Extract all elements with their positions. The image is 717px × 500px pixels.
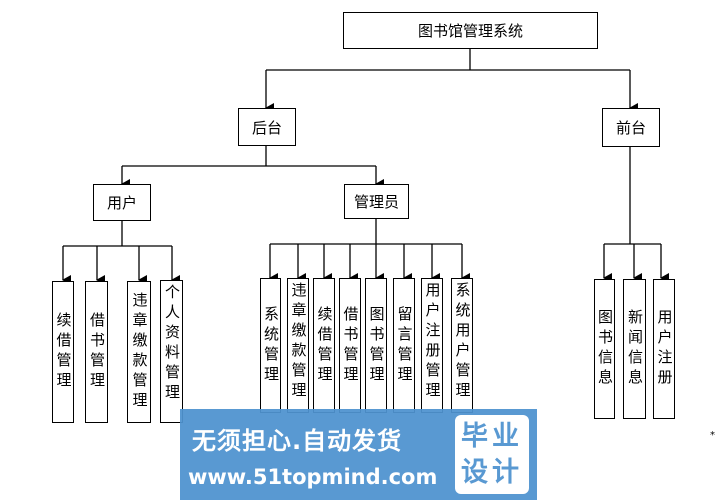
- frontend-label: 前台: [615, 119, 646, 137]
- admin-leaf-node: 系统管理: [260, 278, 281, 413]
- frontend-leaf-label: 图书信息: [596, 309, 614, 389]
- user-leaf-label: 续借管理: [54, 312, 73, 392]
- watermark-badge: 毕业 设计: [455, 415, 529, 494]
- frontend-leaf-label: 用户注册: [655, 309, 674, 389]
- user-leaf-label: 个人资料管理: [163, 284, 181, 404]
- frontend-leaf-node: 新闻信息: [623, 279, 646, 419]
- admin-leaf-node: 图书管理: [365, 278, 387, 413]
- admin-leaf-node: 违章缴款管理: [287, 278, 309, 413]
- user-group-label: 用户: [106, 194, 137, 212]
- frontend-leaf-node: 用户注册: [653, 279, 675, 419]
- admin-leaf-node: 用户注册管理: [421, 278, 443, 413]
- admin-leaf-node: 留言管理: [393, 278, 415, 413]
- admin-leaf-label: 系统用户管理: [453, 282, 472, 402]
- backend-node: 后台: [238, 108, 296, 146]
- admin-leaf-label: 续借管理: [315, 305, 334, 386]
- admin-leaf-label: 用户注册管理: [423, 282, 442, 402]
- user-leaf-label: 借书管理: [88, 312, 106, 392]
- admin-group-label: 管理员: [353, 193, 399, 211]
- admin-leaf-node: 借书管理: [339, 278, 361, 413]
- admin-leaf-label: 违章缴款管理: [289, 282, 308, 402]
- admin-leaf-node: 续借管理: [313, 278, 335, 413]
- admin-leaf-label: 系统管理: [262, 305, 280, 386]
- admin-group-node: 管理员: [344, 184, 409, 219]
- user-leaf-label: 违章缴款管理: [130, 292, 149, 412]
- user-leaf-node: 续借管理: [52, 281, 74, 423]
- user-leaf-node: 个人资料管理: [160, 280, 183, 423]
- frontend-leaf-label: 新闻信息: [626, 309, 644, 389]
- watermark-slogan: 无须担心.自动发货: [192, 427, 403, 455]
- admin-leaf-label: 留言管理: [395, 305, 414, 386]
- frontend-leaf-node: 图书信息: [594, 279, 615, 419]
- frontend-node: 前台: [602, 108, 660, 147]
- watermark-badge-line2: 设计: [461, 456, 523, 488]
- user-leaf-node: 违章缴款管理: [127, 281, 151, 423]
- admin-leaf-label: 图书管理: [367, 305, 386, 386]
- watermark-badge-line1: 毕业: [461, 420, 523, 452]
- stray-mark: *: [710, 430, 715, 441]
- backend-label: 后台: [251, 118, 282, 137]
- watermark-url: www.51topmind.com: [188, 465, 438, 489]
- user-group-node: 用户: [93, 184, 151, 221]
- user-leaf-node: 借书管理: [85, 281, 108, 423]
- admin-leaf-node: 系统用户管理: [451, 278, 473, 413]
- root-label: 图书馆管理系统: [417, 22, 523, 40]
- watermark-banner: 无须担心.自动发货 www.51topmind.com 毕业 设计: [180, 409, 537, 500]
- admin-leaf-label: 借书管理: [341, 305, 360, 386]
- root-node: 图书馆管理系统: [343, 12, 598, 49]
